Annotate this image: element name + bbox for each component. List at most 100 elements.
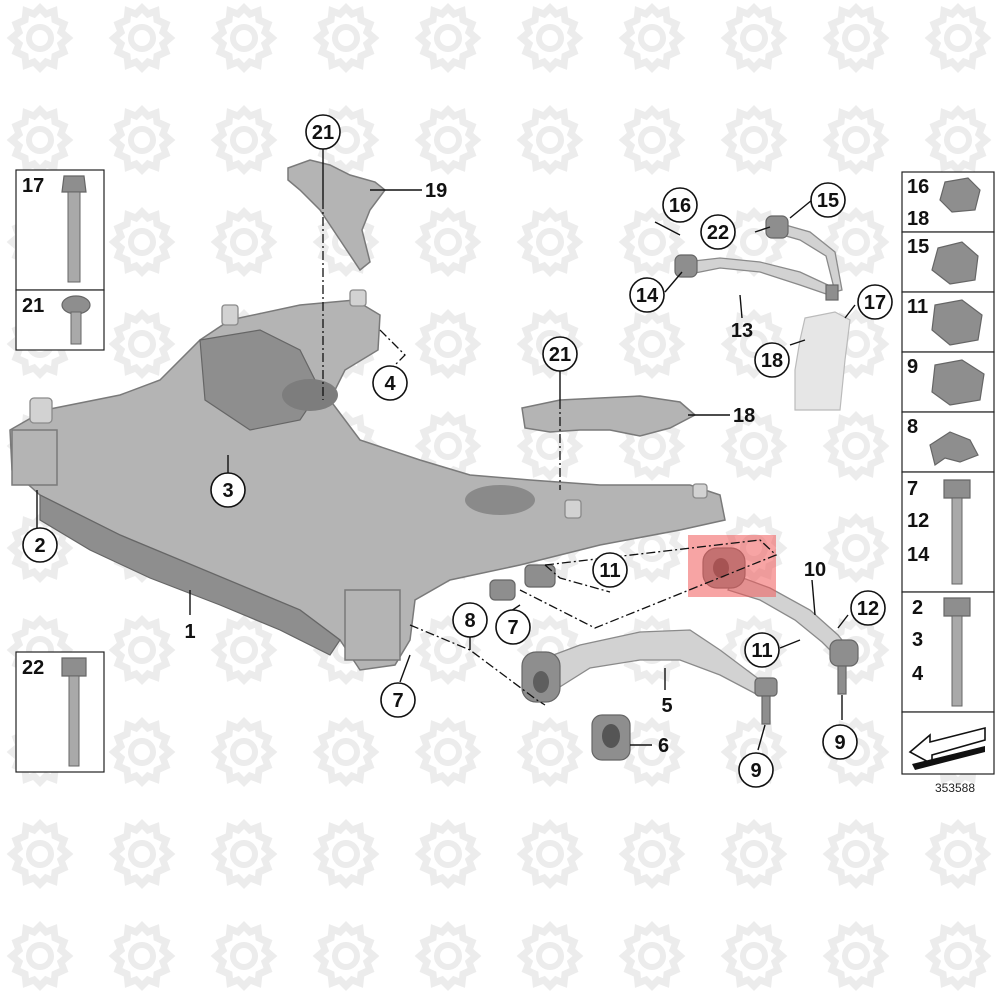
gear-wrench-icon bbox=[114, 8, 170, 68]
nut-icon bbox=[931, 359, 985, 406]
gear-wrench-icon bbox=[318, 722, 374, 782]
rubber-mount-6 bbox=[591, 714, 631, 761]
svg-text:16: 16 bbox=[907, 176, 929, 198]
callout-22a: 22 bbox=[700, 214, 736, 250]
gear-wrench-icon bbox=[726, 926, 782, 986]
protective-cap-18 bbox=[794, 311, 851, 411]
gear-wrench-icon bbox=[726, 824, 782, 884]
bracket-icon bbox=[929, 431, 979, 466]
svg-text:14: 14 bbox=[636, 285, 659, 307]
callout-19: 18 bbox=[733, 405, 755, 427]
gear-wrench-icon bbox=[420, 8, 476, 68]
gear-wrench-icon bbox=[216, 824, 272, 884]
gear-wrench-icon bbox=[318, 8, 374, 68]
callout-21b: 21 bbox=[542, 336, 578, 372]
gear-wrench-icon bbox=[624, 8, 680, 68]
catalog-number: 353588 bbox=[935, 781, 975, 795]
callout-7b: 7 bbox=[380, 682, 416, 718]
gear-wrench-icon bbox=[726, 110, 782, 170]
nut-icon bbox=[939, 177, 981, 213]
svg-text:4: 4 bbox=[912, 663, 924, 685]
gear-wrench-icon bbox=[114, 314, 170, 374]
svg-text:13: 13 bbox=[731, 320, 753, 342]
gear-wrench-icon bbox=[522, 110, 578, 170]
gear-wrench-icon bbox=[522, 926, 578, 986]
svg-text:6: 6 bbox=[658, 735, 669, 757]
svg-text:19: 19 bbox=[425, 180, 447, 202]
callout-7a: 7 bbox=[495, 609, 531, 645]
callout-11b: 11 bbox=[744, 632, 780, 668]
gear-wrench-icon bbox=[624, 314, 680, 374]
upper-control-arm-13 bbox=[674, 215, 843, 301]
svg-text:18: 18 bbox=[907, 208, 929, 230]
heat-shield-19 bbox=[521, 395, 697, 437]
gear-wrench-icon bbox=[216, 722, 272, 782]
gear-wrench-icon bbox=[828, 518, 884, 578]
gear-wrench-icon bbox=[624, 110, 680, 170]
svg-text:1: 1 bbox=[184, 621, 195, 643]
svg-text:18: 18 bbox=[733, 405, 755, 427]
callout-21a: 21 bbox=[305, 114, 341, 150]
gear-wrench-icon bbox=[216, 212, 272, 272]
gear-wrench-icon bbox=[114, 824, 170, 884]
bolt-icon bbox=[61, 175, 87, 283]
svg-text:8: 8 bbox=[464, 610, 475, 632]
callout-5: 5 bbox=[661, 695, 672, 717]
callout-9a: 9 bbox=[738, 752, 774, 788]
gear-wrench-icon bbox=[216, 8, 272, 68]
svg-text:3: 3 bbox=[912, 629, 923, 651]
svg-text:9: 9 bbox=[750, 760, 761, 782]
gear-wrench-icon bbox=[828, 824, 884, 884]
tile-bolt-22 bbox=[15, 651, 105, 773]
gear-wrench-icon bbox=[216, 110, 272, 170]
gear-wrench-icon bbox=[318, 926, 374, 986]
gear-wrench-icon bbox=[420, 212, 476, 272]
svg-text:22: 22 bbox=[707, 222, 729, 244]
gear-wrench-icon bbox=[216, 620, 272, 680]
svg-text:18: 18 bbox=[761, 350, 783, 372]
svg-text:15: 15 bbox=[907, 236, 929, 258]
svg-text:7: 7 bbox=[507, 617, 518, 639]
gear-wrench-icon bbox=[522, 824, 578, 884]
svg-text:21: 21 bbox=[312, 122, 334, 144]
gear-wrench-icon bbox=[12, 926, 68, 986]
svg-text:2: 2 bbox=[34, 535, 45, 557]
parts-column-right: 16 18 15 11 9 8 7 12 14 2 3 4 bbox=[901, 171, 995, 795]
svg-text:15: 15 bbox=[817, 190, 839, 212]
gear-wrench-icon bbox=[318, 824, 374, 884]
gear-wrench-icon bbox=[420, 722, 476, 782]
callout-17: 17 bbox=[857, 284, 893, 320]
callout-15: 15 bbox=[810, 182, 846, 218]
callout-20: 19 bbox=[425, 180, 447, 202]
svg-text:11: 11 bbox=[751, 640, 772, 662]
gear-wrench-icon bbox=[828, 8, 884, 68]
bolt-icon bbox=[943, 479, 971, 585]
direction-arrow-icon bbox=[908, 726, 986, 770]
gear-wrench-icon bbox=[522, 212, 578, 272]
gear-wrench-icon bbox=[114, 926, 170, 986]
gear-wrench-icon bbox=[522, 8, 578, 68]
gear-wrench-icon bbox=[624, 926, 680, 986]
highlight-box bbox=[688, 535, 776, 597]
gear-wrench-icon bbox=[828, 926, 884, 986]
gear-wrench-icon bbox=[828, 110, 884, 170]
svg-text:22: 22 bbox=[22, 657, 44, 679]
callout-1: 1 bbox=[184, 621, 195, 643]
gear-wrench-icon bbox=[930, 926, 986, 986]
svg-text:21: 21 bbox=[549, 344, 571, 366]
heat-shield-20 bbox=[287, 159, 387, 272]
gear-wrench-icon bbox=[114, 110, 170, 170]
svg-text:9: 9 bbox=[907, 356, 918, 378]
gear-wrench-icon bbox=[12, 8, 68, 68]
svg-text:7: 7 bbox=[392, 690, 403, 712]
gear-wrench-icon bbox=[828, 416, 884, 476]
svg-text:8: 8 bbox=[907, 416, 918, 438]
leader-lines bbox=[36, 148, 856, 751]
svg-text:21: 21 bbox=[22, 295, 44, 317]
screw-icon bbox=[61, 295, 91, 345]
svg-text:14: 14 bbox=[907, 544, 930, 566]
gear-wrench-icon bbox=[522, 722, 578, 782]
callout-4: 4 bbox=[372, 365, 408, 401]
gear-wrench-icon bbox=[420, 110, 476, 170]
